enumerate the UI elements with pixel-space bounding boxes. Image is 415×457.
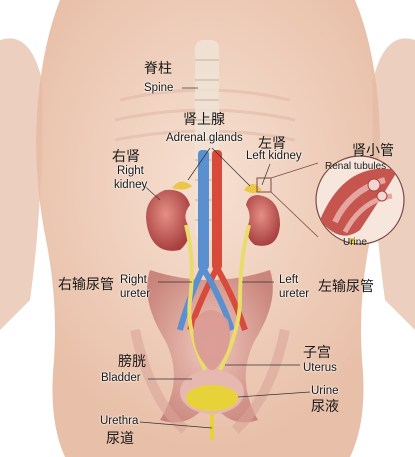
zoom-line-top: [270, 162, 319, 179]
right-ureter-label-en-2: ureter: [120, 288, 151, 300]
left-kidney-label-en: Left kidney: [246, 150, 302, 162]
hip-bone-right: [130, 328, 189, 434]
right-ureter-label-en-1: Right: [120, 274, 147, 286]
right-kidney-shape: [146, 189, 190, 251]
urine-label-zh: 尿液: [311, 399, 339, 415]
zoom-line-bottom: [270, 191, 319, 238]
left-kidney-shape: [246, 195, 280, 246]
hip-bone-left: [231, 328, 290, 434]
bladder-label-zh: 膀胱: [118, 354, 146, 370]
right-adrenal-gland: [172, 181, 192, 190]
right-kidney-label-zh: 右肾: [112, 149, 140, 165]
bladder-label-en: Bladder: [101, 372, 141, 384]
inset-urine-label: Urine: [343, 237, 367, 248]
adrenal-label-en: Adrenal glands: [166, 132, 243, 144]
urine-label-en: Urine: [311, 385, 339, 397]
uterus-label-zh: 子宫: [303, 345, 331, 361]
left-ureter-label-en-1: Left: [279, 274, 299, 286]
uterus-shape: [193, 310, 230, 372]
right-kidney-label-en-2: kidney: [114, 179, 148, 191]
adrenal-label-zh: 肾上腺: [183, 112, 225, 128]
right-arm: [0, 38, 43, 330]
renal-tubules-inset: [320, 168, 398, 244]
aorta: [212, 150, 222, 270]
zoom-box: [256, 177, 272, 193]
left-ureter-label-zh: 左输尿管: [318, 279, 374, 295]
vena-cava: [198, 150, 209, 270]
urine-in-bladder: [186, 385, 238, 411]
right-kidney-label-en-1: Right: [117, 165, 144, 177]
uterus-label-en: Uterus: [303, 362, 337, 374]
right-ureter-label-zh: 右输尿管: [58, 277, 114, 293]
left-kidney-label-zh: 左肾: [258, 136, 286, 152]
leader-lines: [139, 87, 311, 429]
spine-label-en: Spine: [144, 82, 174, 94]
renal-tubules-label-en: Renal tubules: [325, 161, 387, 172]
left-ureter-label-en-2: ureter: [279, 288, 310, 300]
urethra-label-zh: 尿道: [106, 431, 134, 447]
left-ureter-tube: [218, 224, 251, 371]
spine-label-zh: 脊柱: [144, 61, 172, 77]
urethra-label-en: Urethra: [100, 415, 139, 427]
renal-tubules-label-zh: 肾小管: [352, 143, 394, 159]
